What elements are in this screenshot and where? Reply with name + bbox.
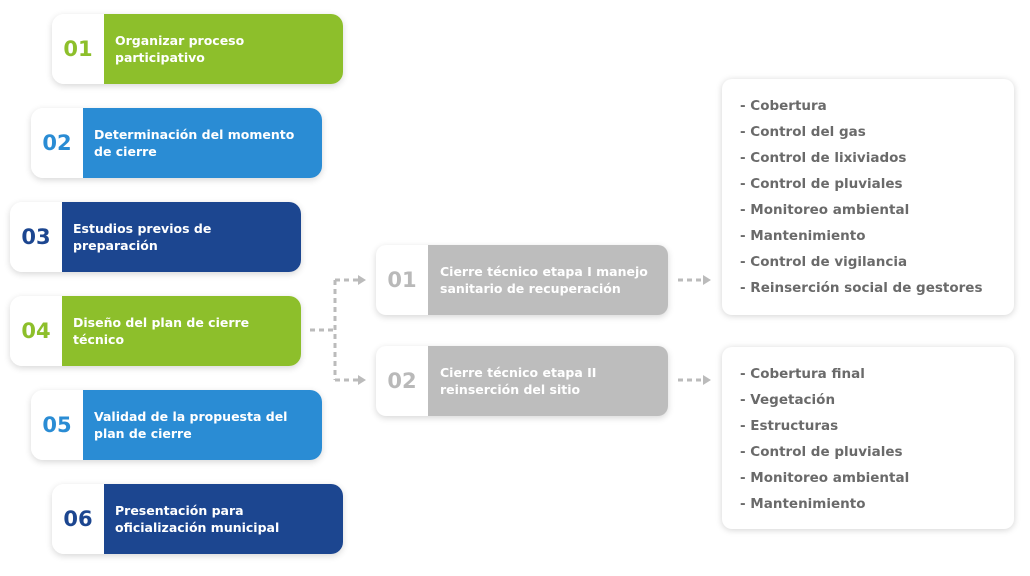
arrowhead-icon [358,275,366,285]
step-label: Presentación para oficialización municip… [104,484,343,554]
step-label: Diseño del plan de cierre técnico [62,296,301,366]
step-number: 05 [31,390,83,460]
list-item: - Control de pluviales [740,444,903,460]
list-item: - Mantenimiento [740,228,866,244]
list-item: - Control de vigilancia [740,254,908,270]
step-number: 02 [31,108,83,178]
step-05: 05 Validad de la propuesta del plan de c… [31,390,322,460]
list-item: - Vegetación [740,392,836,408]
step-03: 03 Estudios previos de preparación [10,202,301,272]
step-number: 06 [52,484,104,554]
list-item: - Cobertura [740,98,827,114]
step-02: 02 Determinación del momento de cierre [31,108,322,178]
step-number: 04 [10,296,62,366]
list-item: - Reinserción social de gestores [740,280,983,296]
list-item: - Mantenimiento [740,496,866,512]
arrowhead-icon [703,375,711,385]
list-item: - Monitoreo ambiental [740,470,910,486]
stage-01-items: - Cobertura - Control del gas - Control … [722,79,1014,315]
step-label: Determinación del momento de cierre [83,108,322,178]
stage-label: Cierre técnico etapa II reinserción del … [428,346,668,416]
stage-number: 02 [387,369,417,393]
connector-step4-trunk [310,280,337,380]
step-01: 01 Organizar proceso participativo [52,14,343,84]
list-item: - Control de lixiviados [740,150,907,166]
step-04: 04 Diseño del plan de cierre técnico [10,296,301,366]
stage-02: 02 Cierre técnico etapa II reinserción d… [376,346,668,416]
step-06: 06 Presentación para oficialización muni… [52,484,343,554]
list-item: - Control de pluviales [740,176,903,192]
stage-01: 01 Cierre técnico etapa I manejo sanitar… [376,245,668,315]
step-number: 03 [10,202,62,272]
arrowhead-icon [703,275,711,285]
stage-number: 01 [387,268,417,292]
arrowhead-icon [358,375,366,385]
list-item: - Control del gas [740,124,866,140]
list-item: - Cobertura final [740,366,865,382]
step-label: Organizar proceso participativo [104,14,343,84]
stage-label: Cierre técnico etapa I manejo sanitario … [428,245,668,315]
list-item: - Estructuras [740,418,839,434]
step-label: Validad de la propuesta del plan de cier… [83,390,322,460]
step-label: Estudios previos de preparación [62,202,301,272]
stage-02-items: - Cobertura final - Vegetación - Estruct… [722,347,1014,529]
list-item: - Monitoreo ambiental [740,202,910,218]
step-number: 01 [52,14,104,84]
